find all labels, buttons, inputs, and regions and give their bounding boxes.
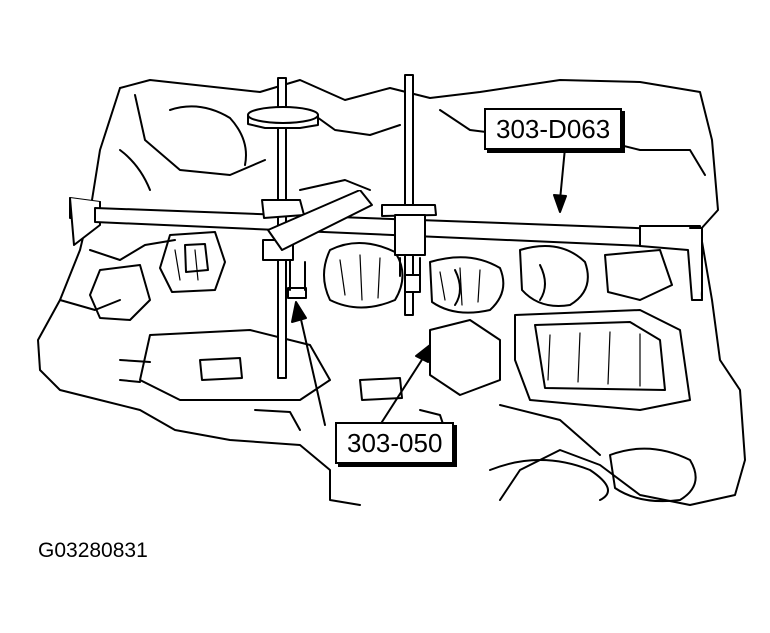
engine-parts [89,231,697,503]
callout-leaders [299,147,566,426]
shading-detail [174,249,641,387]
callout-label-303-d063: 303-D063 [484,108,623,150]
figure-id-label: G03280831 [38,539,148,562]
callout-label-303-050: 303-050 [335,422,455,464]
tool-303-050-lifting-assembly [247,74,437,379]
callout-arrowheads [291,194,567,363]
tool-303-d063-support-bar [69,197,703,301]
